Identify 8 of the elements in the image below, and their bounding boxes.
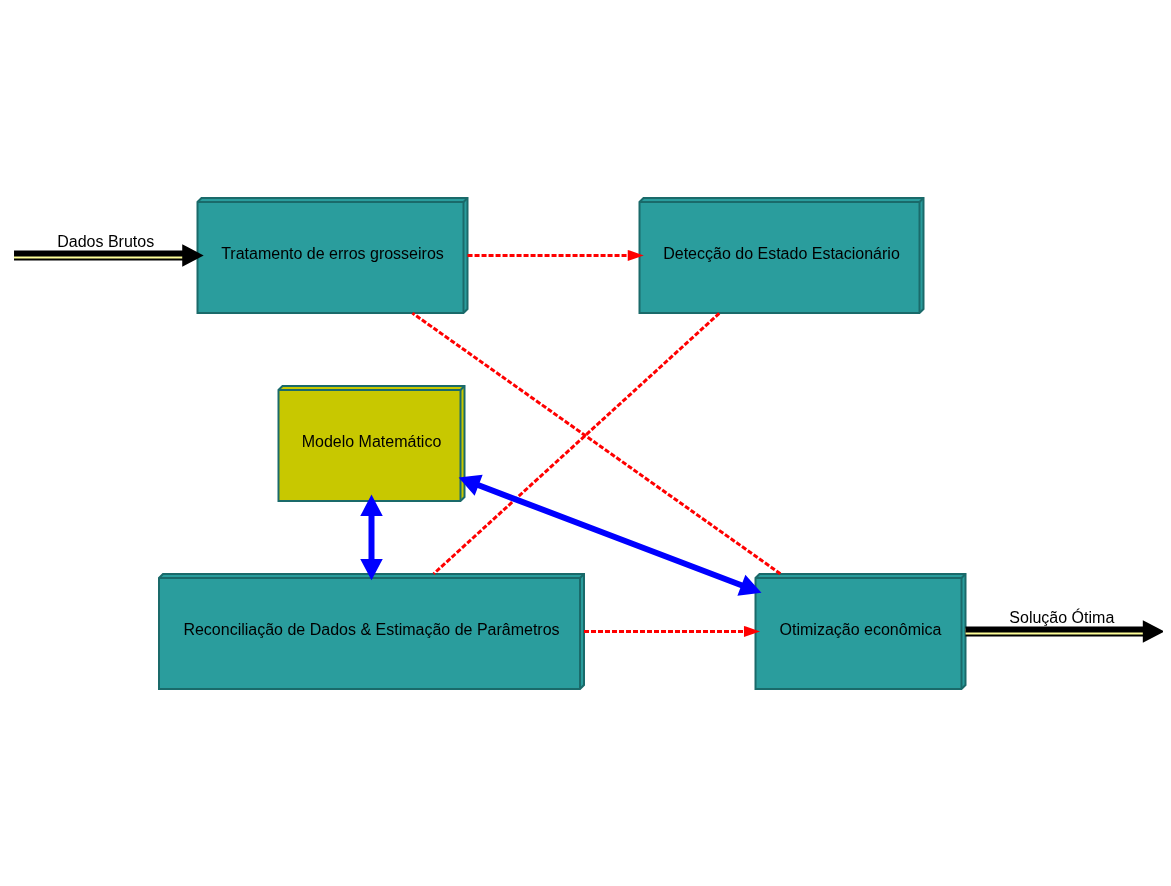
- arrow: [467, 249, 644, 261]
- connector: [411, 311, 781, 575]
- arrow: [458, 474, 761, 596]
- edge-label: Dados Brutos: [56, 232, 154, 250]
- edge-label: Solução Ótima: [1008, 608, 1114, 626]
- arrow: [359, 494, 383, 580]
- connector: [432, 311, 720, 575]
- arrow: [583, 625, 760, 637]
